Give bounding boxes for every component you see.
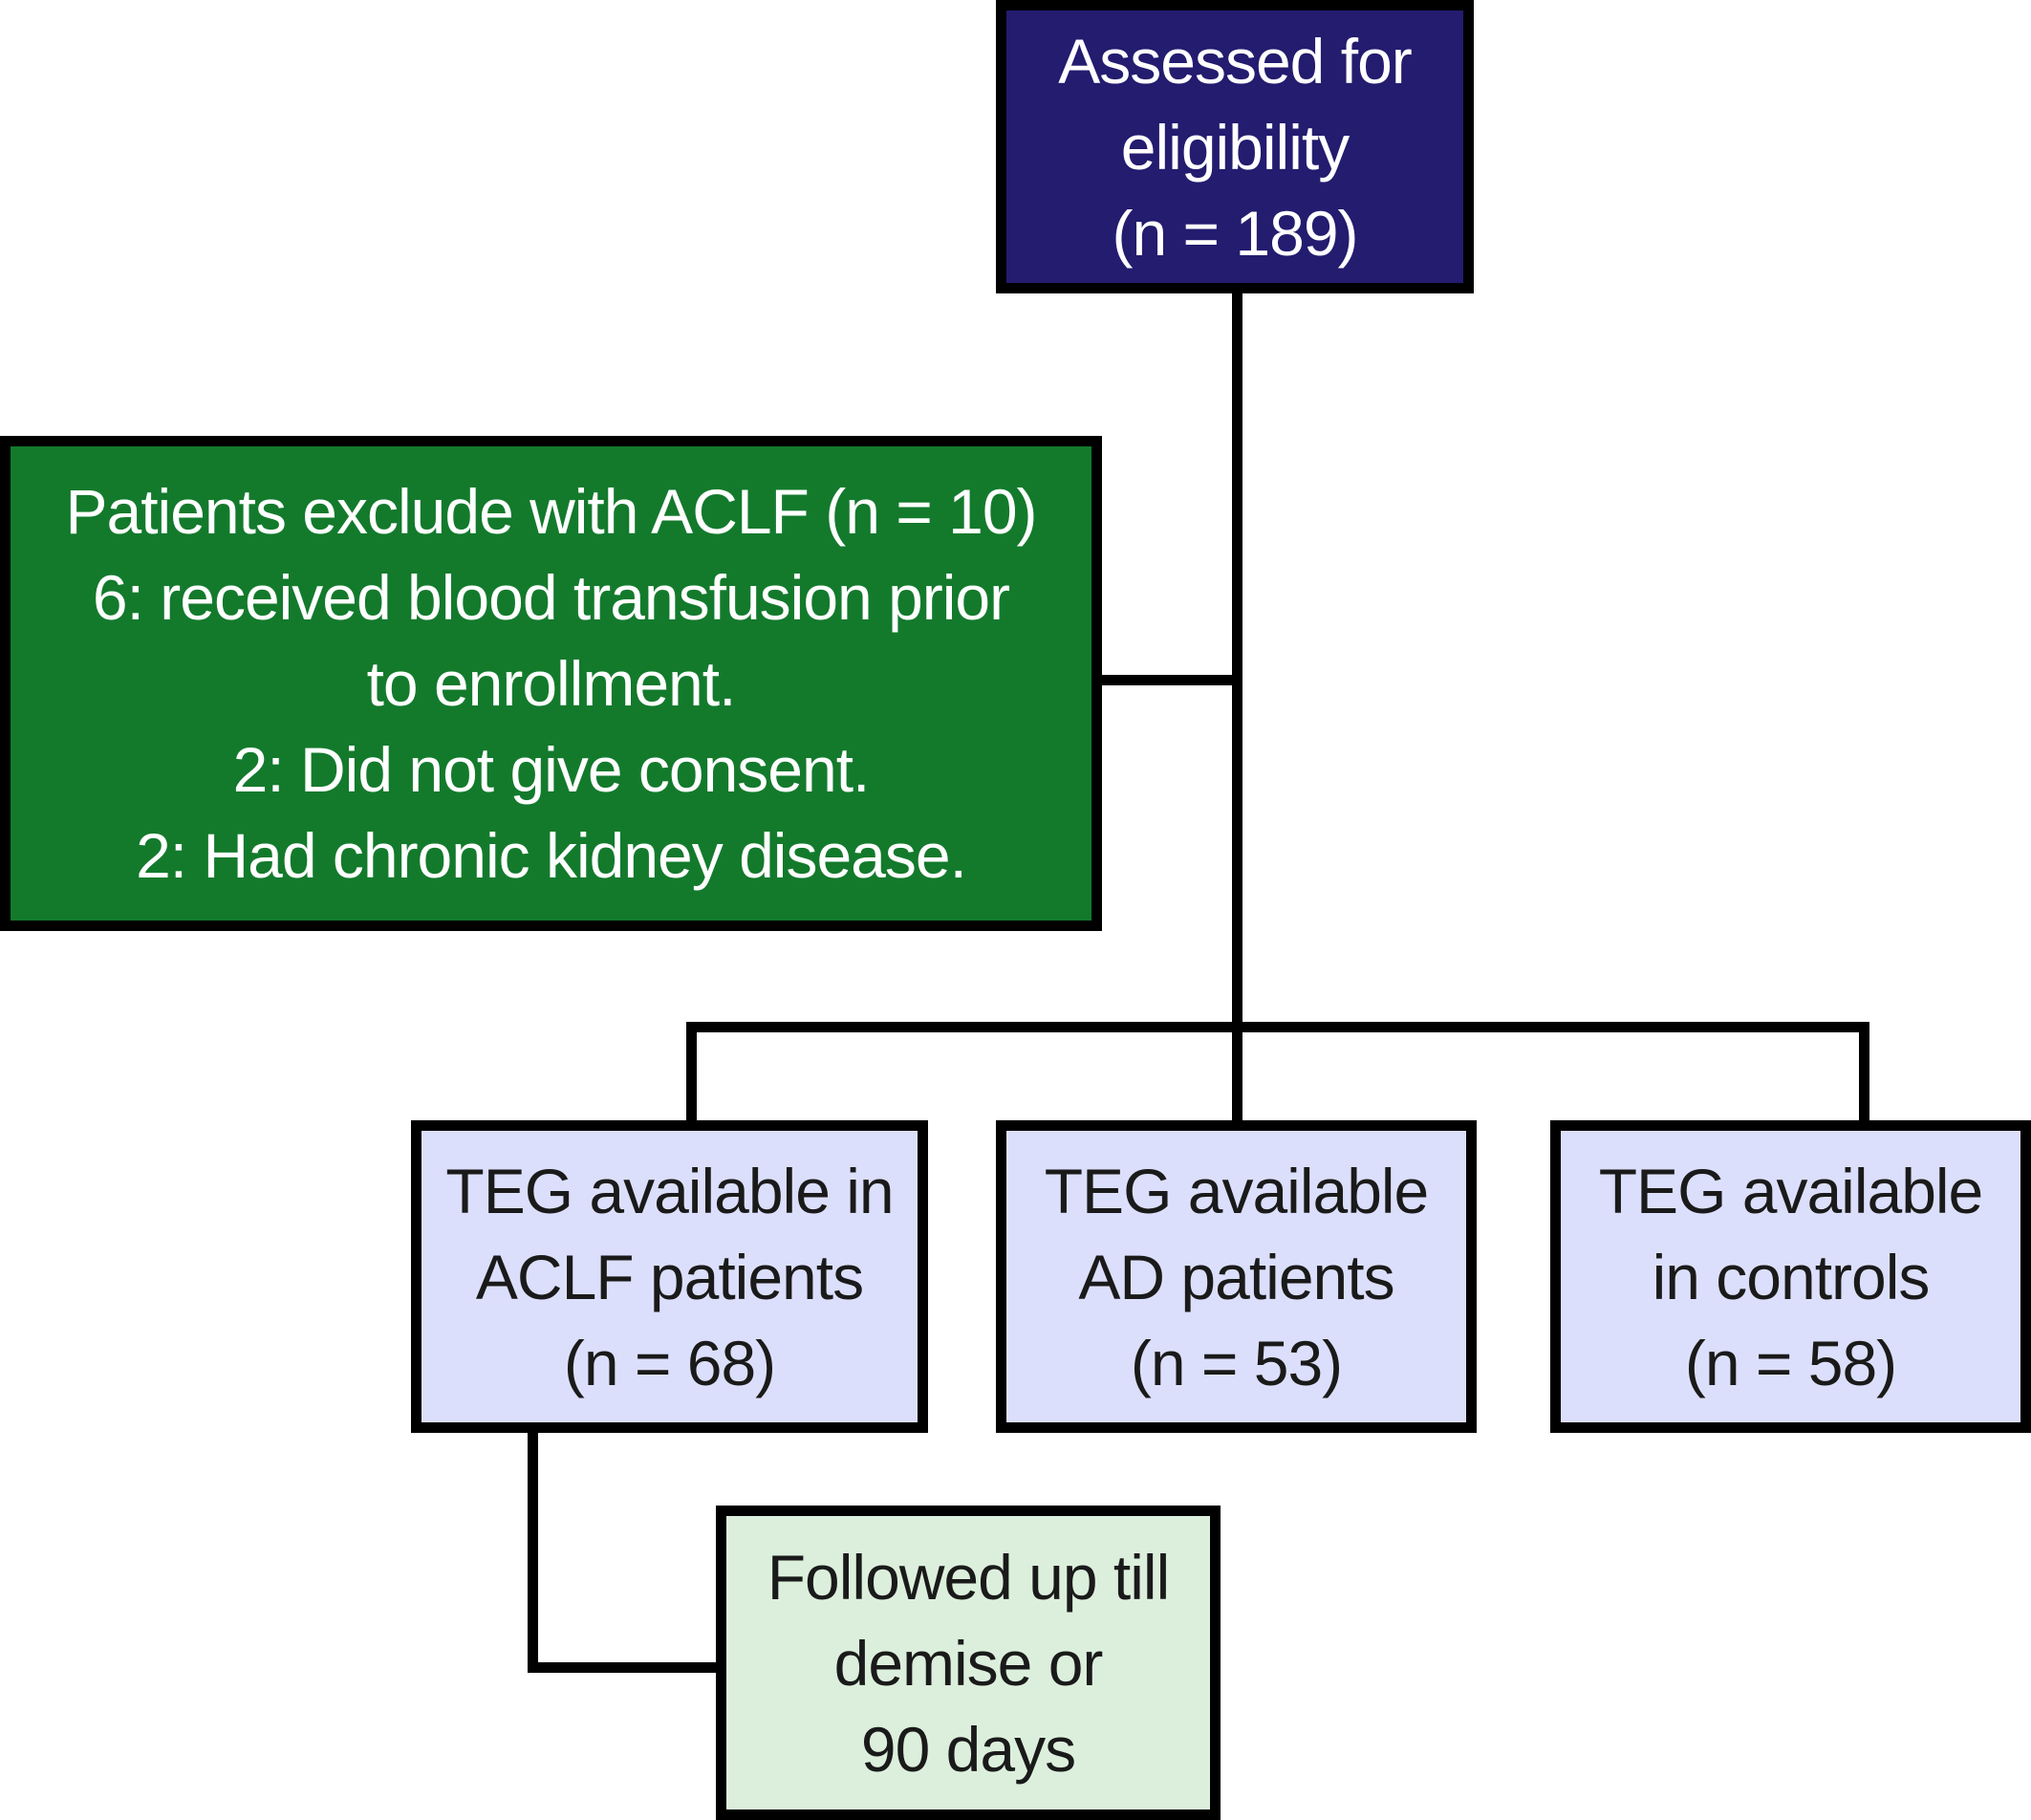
ad-patients-box: TEG available AD patients (n = 53) xyxy=(996,1120,1477,1433)
connector-to-controls xyxy=(1859,1022,1869,1128)
aclf-patients-box: TEG available in ACLF patients (n = 68) xyxy=(411,1120,928,1433)
ad-line-3: (n = 53) xyxy=(1130,1327,1343,1398)
controls-line-2: in controls xyxy=(1652,1241,1931,1312)
controls-line-3: (n = 58) xyxy=(1684,1327,1897,1398)
ad-line-1: TEG available xyxy=(1044,1155,1430,1226)
excluded-patients-box: Patients exclude with ACLF (n = 10) 6: r… xyxy=(0,436,1102,931)
excluded-line-4: 2: Did not give consent. xyxy=(232,734,871,805)
aclf-line-3: (n = 68) xyxy=(563,1327,776,1398)
connector-horizontal-split xyxy=(686,1022,1869,1032)
assessed-eligibility-box: Assessed for eligibility (n = 189) xyxy=(996,0,1474,293)
aclf-line-1: TEG available in xyxy=(445,1155,894,1226)
excluded-line-3: to enrollment. xyxy=(366,648,737,719)
connector-exclusion-branch xyxy=(1099,675,1242,685)
followup-line-3: 90 days xyxy=(860,1713,1076,1785)
followup-line-2: demise or xyxy=(833,1627,1104,1699)
connector-main-vertical xyxy=(1232,287,1242,1128)
connector-aclf-down xyxy=(528,1424,538,1673)
assessed-line-3: (n = 189) xyxy=(1112,197,1359,269)
controls-box: TEG available in controls (n = 58) xyxy=(1550,1120,2031,1433)
aclf-line-2: ACLF patients xyxy=(475,1241,864,1312)
excluded-line-1: Patients exclude with ACLF (n = 10) xyxy=(65,476,1037,547)
excluded-line-2: 6: received blood transfusion prior xyxy=(92,562,1010,633)
controls-line-1: TEG available xyxy=(1598,1155,1984,1226)
assessed-line-1: Assessed for xyxy=(1058,25,1412,97)
connector-to-followup xyxy=(528,1662,724,1673)
followup-line-1: Followed up till xyxy=(767,1541,1171,1613)
followup-box: Followed up till demise or 90 days xyxy=(716,1506,1221,1820)
ad-line-2: AD patients xyxy=(1078,1241,1394,1312)
connector-to-aclf xyxy=(686,1022,697,1128)
excluded-line-5: 2: Had chronic kidney disease. xyxy=(136,820,967,891)
assessed-line-2: eligibility xyxy=(1120,111,1350,183)
